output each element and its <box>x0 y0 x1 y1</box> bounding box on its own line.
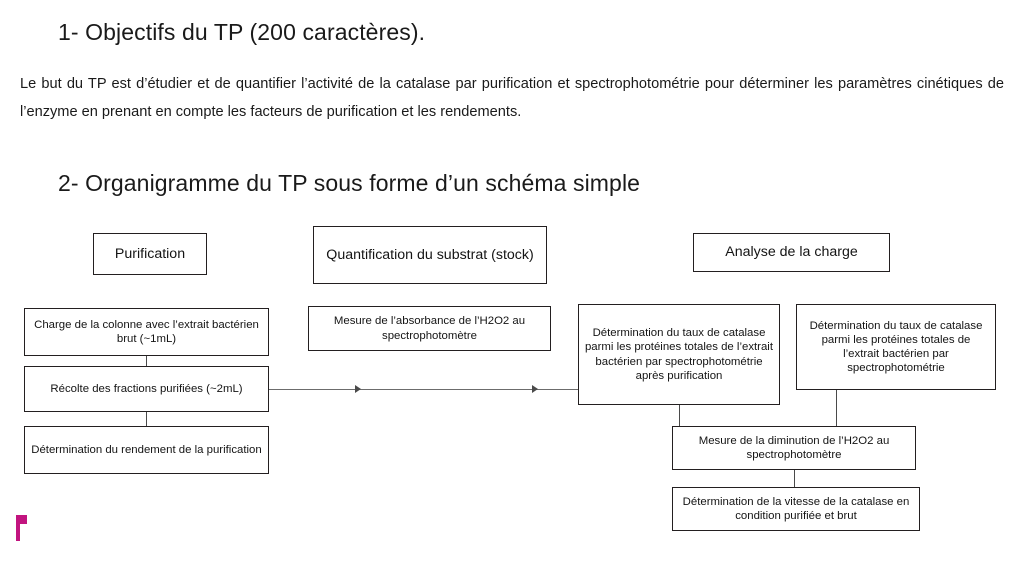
flow-node-taux-catalase-brut-label: Détermination du taux de catalase parmi … <box>809 319 983 375</box>
flow-node-charge-colonne-label: Charge de la colonne avec l’extrait bact… <box>34 318 259 345</box>
arrow-head-icon-1 <box>355 385 361 393</box>
flow-node-mesure-diminution[interactable]: Mesure de la diminution de l’H2O2 au spe… <box>672 426 916 470</box>
connector-diminution-to-vitesse <box>794 470 795 487</box>
flow-title-analyse[interactable]: Analyse de la charge <box>693 233 890 272</box>
flow-title-analyse-label: Analyse de la charge <box>725 244 858 260</box>
flow-node-mesure-absorbance[interactable]: Mesure de l’absorbance de l’H2O2 au spec… <box>308 306 551 351</box>
connector-horizontal-flow <box>269 389 579 390</box>
flow-title-quantification[interactable]: Quantification du substrat (stock) <box>313 226 547 284</box>
flow-title-purification[interactable]: Purification <box>93 233 207 275</box>
flow-node-taux-catalase-apres-purification[interactable]: Détermination du taux de catalase parmi … <box>578 304 780 405</box>
cursor-flag <box>20 515 27 524</box>
connector-brut-to-mesure-diminution <box>836 390 837 426</box>
flow-title-purification-label: Purification <box>114 245 186 262</box>
magenta-cursor-mark <box>16 515 27 541</box>
connector-purified-to-mesure-diminution <box>679 405 680 426</box>
flow-node-taux-catalase-apres-purification-label: Détermination du taux de catalase parmi … <box>584 327 774 382</box>
objectifs-paragraph: Le but du TP est d’étudier et de quantif… <box>20 76 1004 120</box>
flow-node-recolte-fractions[interactable]: Récolte des fractions purifiées (~2mL) <box>24 366 269 412</box>
flow-node-mesure-diminution-label: Mesure de la diminution de l’H2O2 au spe… <box>698 434 890 461</box>
flow-node-determination-vitesse-label: Détermination de la vitesse de la catala… <box>682 495 910 522</box>
page-title-organigramme: 2- Organigramme du TP sous forme d’un sc… <box>58 170 641 196</box>
flow-node-mesure-absorbance-label: Mesure de l’absorbance de l’H2O2 au spec… <box>333 315 526 342</box>
flow-node-charge-colonne[interactable]: Charge de la colonne avec l’extrait bact… <box>24 308 269 356</box>
arrow-head-icon-2 <box>532 385 538 393</box>
flow-node-determination-rendement-label: Détermination du rendement de la purific… <box>31 443 262 456</box>
flow-title-quantification-label: Quantification du substrat (stock) <box>326 246 534 263</box>
flow-node-recolte-fractions-label: Récolte des fractions purifiées (~2mL) <box>50 382 243 395</box>
page-title-objectifs: 1- Objectifs du TP (200 caractères). <box>58 19 426 45</box>
cursor-stem <box>16 515 20 541</box>
flow-node-determination-rendement[interactable]: Détermination du rendement de la purific… <box>24 426 269 474</box>
flow-node-determination-vitesse[interactable]: Détermination de la vitesse de la catala… <box>672 487 920 531</box>
connector-charge-to-recolte <box>146 356 147 366</box>
connector-recolte-to-rendement <box>146 412 147 426</box>
flow-node-taux-catalase-brut[interactable]: Détermination du taux de catalase parmi … <box>796 304 996 390</box>
